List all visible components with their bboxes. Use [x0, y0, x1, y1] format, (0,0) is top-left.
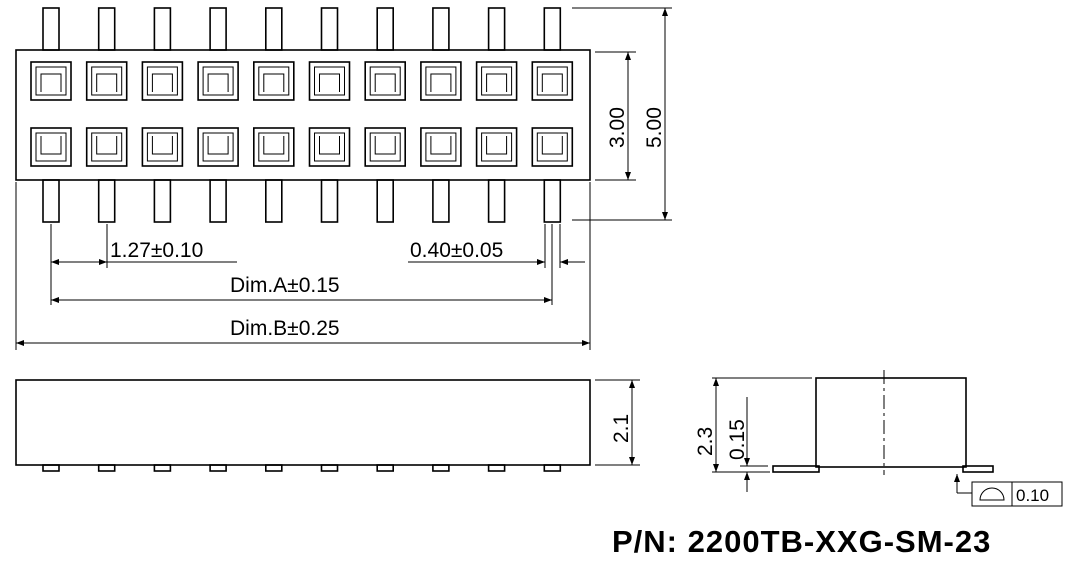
row-spacing-dimension: 3.00 — [606, 107, 629, 148]
left-lead — [772, 465, 820, 473]
socket-contact-top — [85, 61, 128, 101]
socket-contact-bottom — [475, 127, 518, 167]
socket-contact-bottom — [85, 127, 128, 167]
bottom-pin — [320, 179, 339, 223]
socket-contact-top — [253, 61, 295, 101]
top-pin — [209, 7, 227, 51]
pitch-dimension: 1.27±0.10 — [110, 239, 203, 262]
top-pin — [264, 7, 283, 51]
top-pin — [320, 7, 339, 51]
socket-contact-top — [308, 61, 351, 101]
socket-contact-top — [420, 61, 462, 101]
side-pad — [376, 464, 395, 472]
right-lead — [962, 465, 994, 473]
socket-contact-bottom — [141, 127, 184, 167]
top-pin — [376, 7, 395, 51]
socket-contact-top — [141, 61, 184, 101]
bottom-pin — [543, 179, 562, 223]
body-height-dimension: 2.1 — [610, 414, 633, 443]
socket-contact-bottom — [420, 127, 462, 167]
bottom-pin — [376, 179, 395, 223]
bottom-pin — [487, 179, 506, 223]
side-pad — [209, 464, 227, 472]
socket-contact-bottom — [531, 127, 574, 167]
bottom-pin — [42, 179, 60, 223]
side-pad — [153, 464, 172, 472]
socket-contact-top — [364, 61, 407, 101]
standoff-dimension: 0.15 — [726, 419, 749, 460]
top-view — [15, 7, 591, 223]
top-pin — [153, 7, 172, 51]
top-view-dimensions: 1.27±0.10 0.40±0.05 Dim.A±0.15 Dim.B±0.2… — [15, 7, 672, 350]
overall-width-dimension: 5.00 — [643, 107, 666, 148]
socket-contact-bottom — [364, 127, 407, 167]
profile-of-surface-icon — [979, 487, 1005, 501]
top-pin — [432, 7, 450, 51]
bottom-pin — [209, 179, 227, 223]
total-height-dimension: 2.3 — [694, 427, 717, 456]
top-pin — [97, 7, 116, 51]
side-pad — [432, 464, 450, 472]
socket-contact-bottom — [308, 127, 351, 167]
side-pad — [487, 464, 506, 472]
side-pad — [264, 464, 283, 472]
flatness-tolerance-frame: 0.10 — [971, 481, 1063, 507]
side-pad — [543, 464, 562, 472]
socket-contact-top — [475, 61, 518, 101]
socket-contact-bottom — [253, 127, 295, 167]
end-view: 2.3 0.15 0.10 — [694, 370, 1063, 507]
top-pin — [487, 7, 506, 51]
part-number: P/N: 2200TB-XXG-SM-23 — [612, 524, 991, 559]
dim-a-label: Dim.A±0.15 — [230, 274, 340, 297]
side-pad — [320, 464, 339, 472]
flatness-value: 0.10 — [1016, 486, 1049, 505]
socket-contact-top — [531, 61, 574, 101]
socket-contact-bottom — [30, 127, 72, 167]
pin-width-dimension: 0.40±0.05 — [410, 239, 503, 262]
bottom-pin — [432, 179, 450, 223]
side-pad — [42, 464, 60, 472]
end-body — [815, 377, 967, 468]
bottom-pin — [97, 179, 116, 223]
dim-b-label: Dim.B±0.25 — [230, 317, 340, 340]
bottom-pin — [153, 179, 172, 223]
top-pin — [42, 7, 60, 51]
side-view: 2.1 — [15, 379, 640, 472]
socket-contact-bottom — [197, 127, 239, 167]
top-pin — [543, 7, 562, 51]
socket-contact-top — [197, 61, 239, 101]
side-pad — [97, 464, 116, 472]
side-body — [15, 379, 591, 466]
bottom-pin — [264, 179, 283, 223]
top-body — [15, 49, 591, 181]
socket-contact-top — [30, 61, 72, 101]
